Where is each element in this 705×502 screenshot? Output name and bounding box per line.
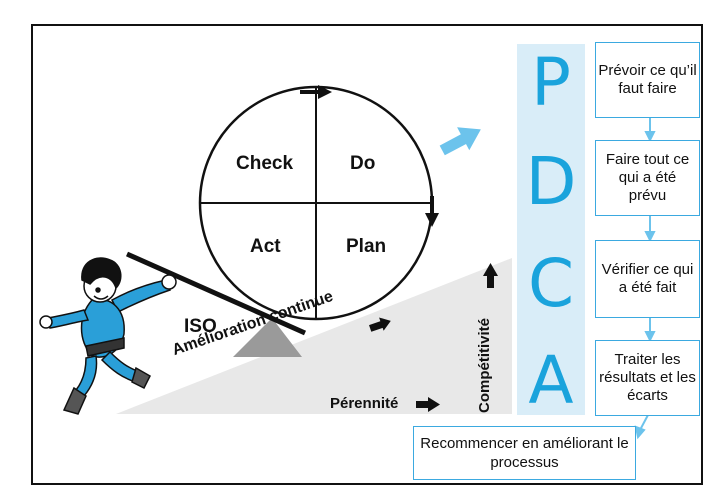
- rotation-arrow-top: [318, 85, 332, 99]
- step-faire: Faire tout ce qui a été prévu: [595, 140, 700, 216]
- arrow-perennite-icon: [416, 397, 440, 412]
- blue-arrow-icon: [439, 127, 481, 156]
- iso-label: ISO: [184, 316, 217, 337]
- hero-figure: [39, 257, 177, 415]
- step-connectors: [634, 118, 656, 440]
- step-traiter: Traiter les résultats et les écarts: [595, 340, 700, 416]
- perennite-label: Pérennité: [330, 395, 399, 412]
- step-verifier: Vérifier ce qui a été fait: [595, 240, 700, 318]
- letter-c: C: [527, 245, 575, 322]
- arrow-competitivite-icon: [483, 263, 498, 288]
- final-box-recommencer: Recommencer en améliorant le processus: [413, 426, 636, 480]
- letter-a: A: [528, 342, 574, 419]
- lever-bar: [125, 251, 307, 336]
- rotation-arrow-right: [425, 213, 439, 227]
- quadrant-check: Check: [236, 153, 294, 174]
- pdca-column: P D C A: [517, 44, 585, 419]
- arrow-amelioration-icon: [369, 317, 391, 332]
- letter-d: D: [525, 143, 577, 220]
- step-prevoir: Prévoir ce qu’il faut faire: [595, 42, 700, 118]
- quadrant-plan: Plan: [346, 236, 387, 257]
- wedge: [233, 318, 302, 357]
- competitivite-label: Compétitivité: [476, 317, 493, 413]
- quadrant-do: Do: [350, 153, 376, 174]
- incline-ramp: [116, 258, 512, 414]
- pdca-wheel: [198, 85, 439, 321]
- quadrant-act: Act: [250, 236, 281, 257]
- letter-p: P: [531, 44, 571, 121]
